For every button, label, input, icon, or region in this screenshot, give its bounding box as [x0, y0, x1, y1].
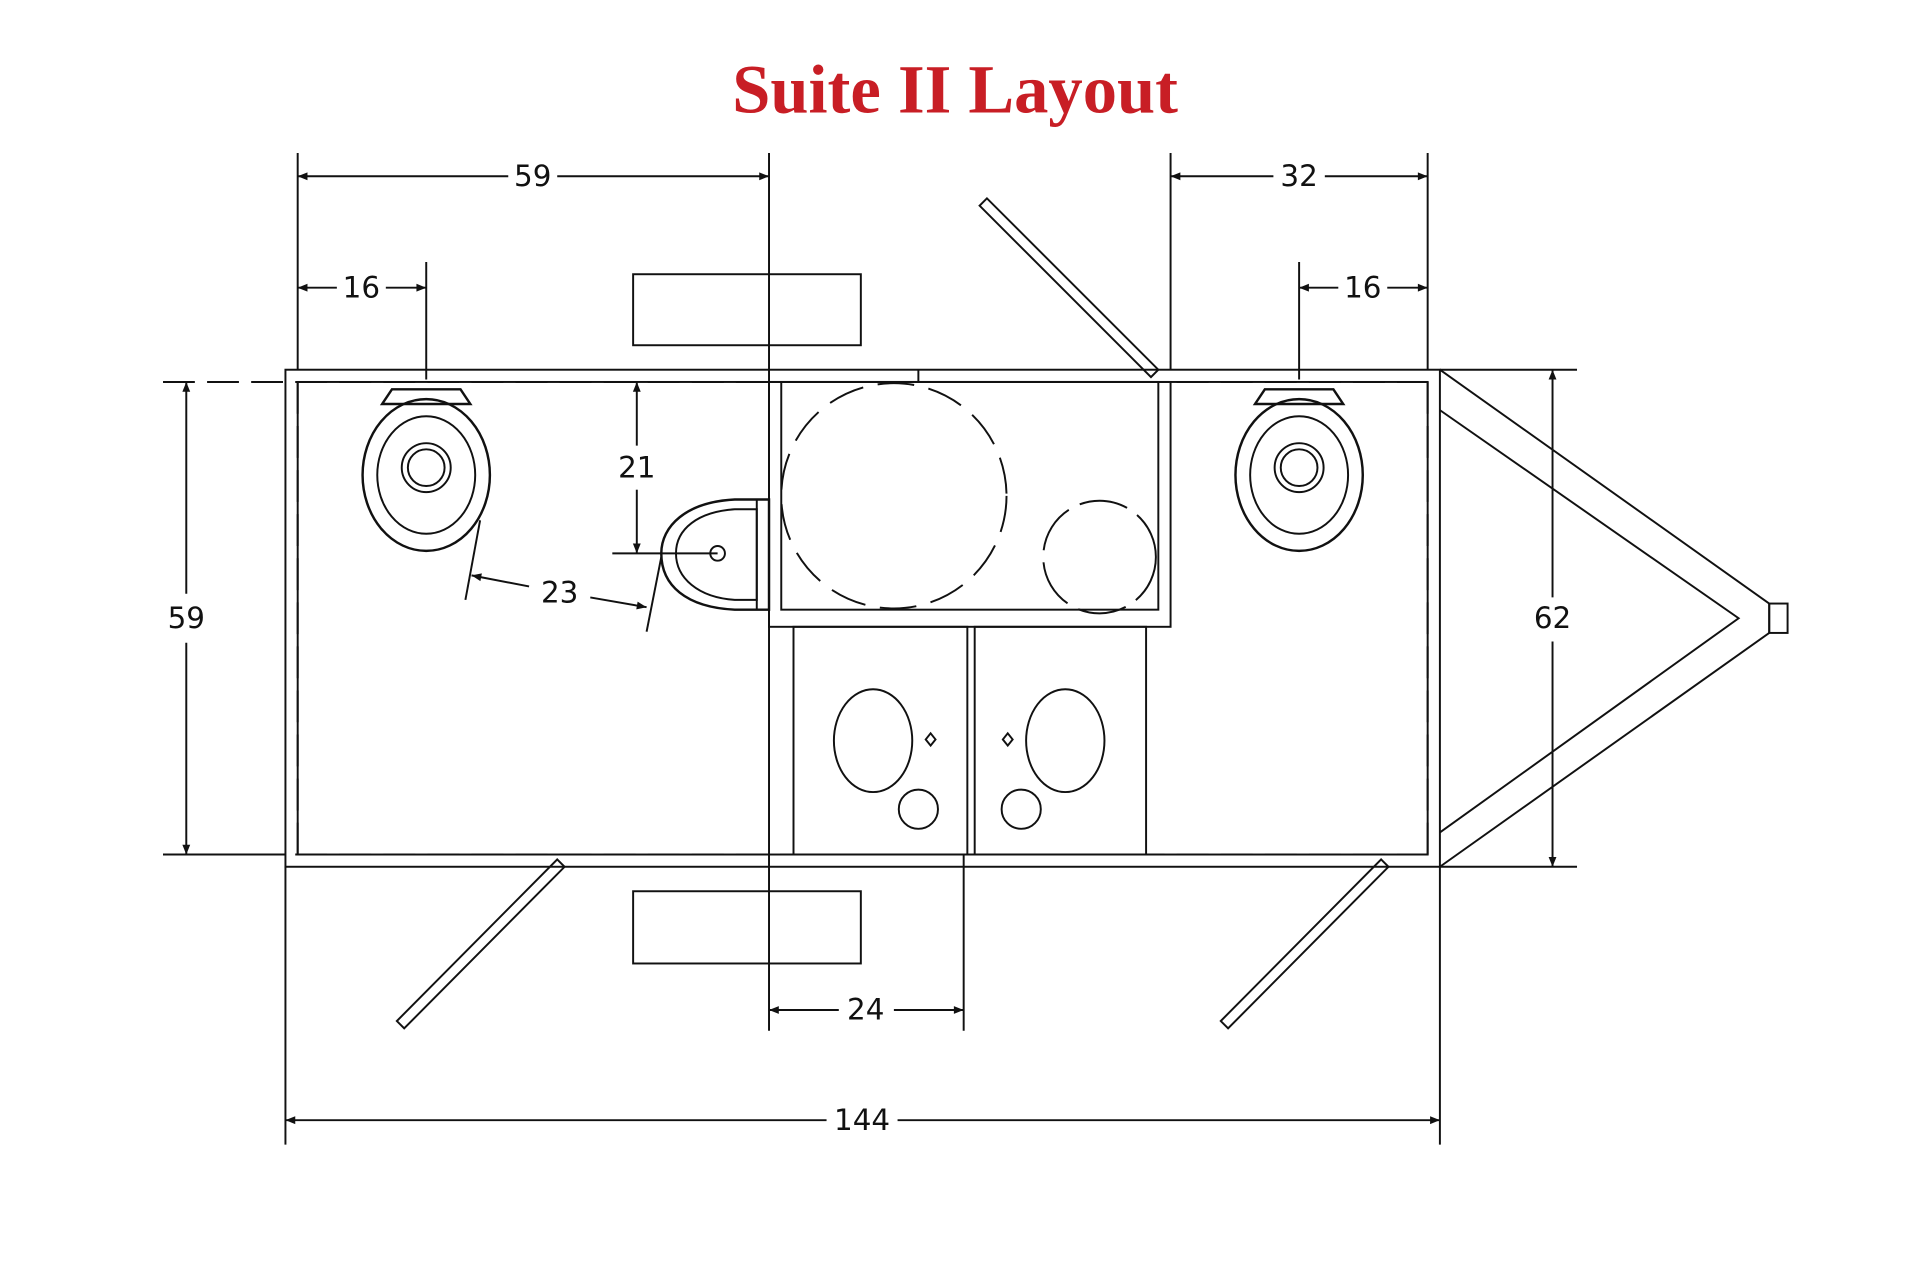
trailer-walls	[163, 368, 1441, 868]
doors	[395, 196, 1390, 1030]
dim-left-fixture-offset: 16	[343, 270, 380, 304]
dim-toilet-urinal-spacing: 23	[541, 575, 578, 609]
urinal	[660, 498, 771, 611]
sink-cabinets	[792, 625, 1148, 856]
step-top	[632, 273, 862, 347]
dim-overall-length: 144	[834, 1103, 890, 1137]
dim-top-left-width: 59	[514, 159, 551, 193]
dim-urinal-depth: 21	[618, 450, 655, 484]
center-shower-room	[768, 369, 1172, 628]
page-title: Suite II Layout	[732, 52, 1178, 128]
toilet-left	[361, 388, 492, 553]
dimension-lines	[182, 172, 1557, 1125]
dim-sink-width: 24	[847, 993, 884, 1027]
trailer-hitch	[1439, 368, 1789, 868]
sink-bowl-left	[832, 688, 914, 794]
toilet-right	[1234, 388, 1364, 553]
faucet-icon	[924, 731, 937, 748]
dim-top-right-width: 32	[1280, 159, 1317, 193]
dim-right-height: 62	[1534, 601, 1571, 635]
sink-bowl-right	[1025, 688, 1106, 794]
dim-left-height: 59	[168, 601, 205, 635]
dim-right-fixture-offset: 16	[1344, 270, 1381, 304]
faucet-icon	[1001, 731, 1014, 748]
step-bottom	[632, 890, 862, 965]
